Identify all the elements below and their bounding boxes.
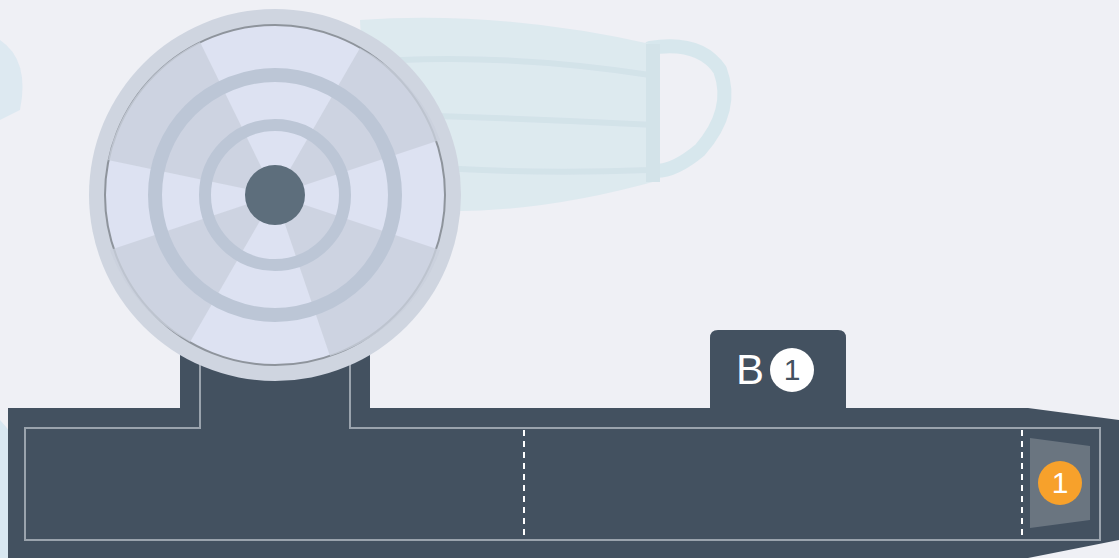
tab-label: B1 [710,330,846,410]
ear-loop [650,46,725,171]
section-divider [1021,430,1023,538]
letter-label: B [736,349,764,391]
callout-number: 1 [784,355,801,385]
callout-circle: 1 [1038,461,1082,505]
callout-number: 1 [1052,468,1069,498]
section-divider [523,430,525,538]
filter-disc [89,9,461,381]
bar-outline [25,335,1100,540]
mask-edge [646,44,660,182]
tab [710,330,846,410]
background-shape [0,40,23,120]
base-bar [8,408,1119,558]
end-cap [1030,438,1090,528]
callout-circle: 1 [770,348,814,392]
